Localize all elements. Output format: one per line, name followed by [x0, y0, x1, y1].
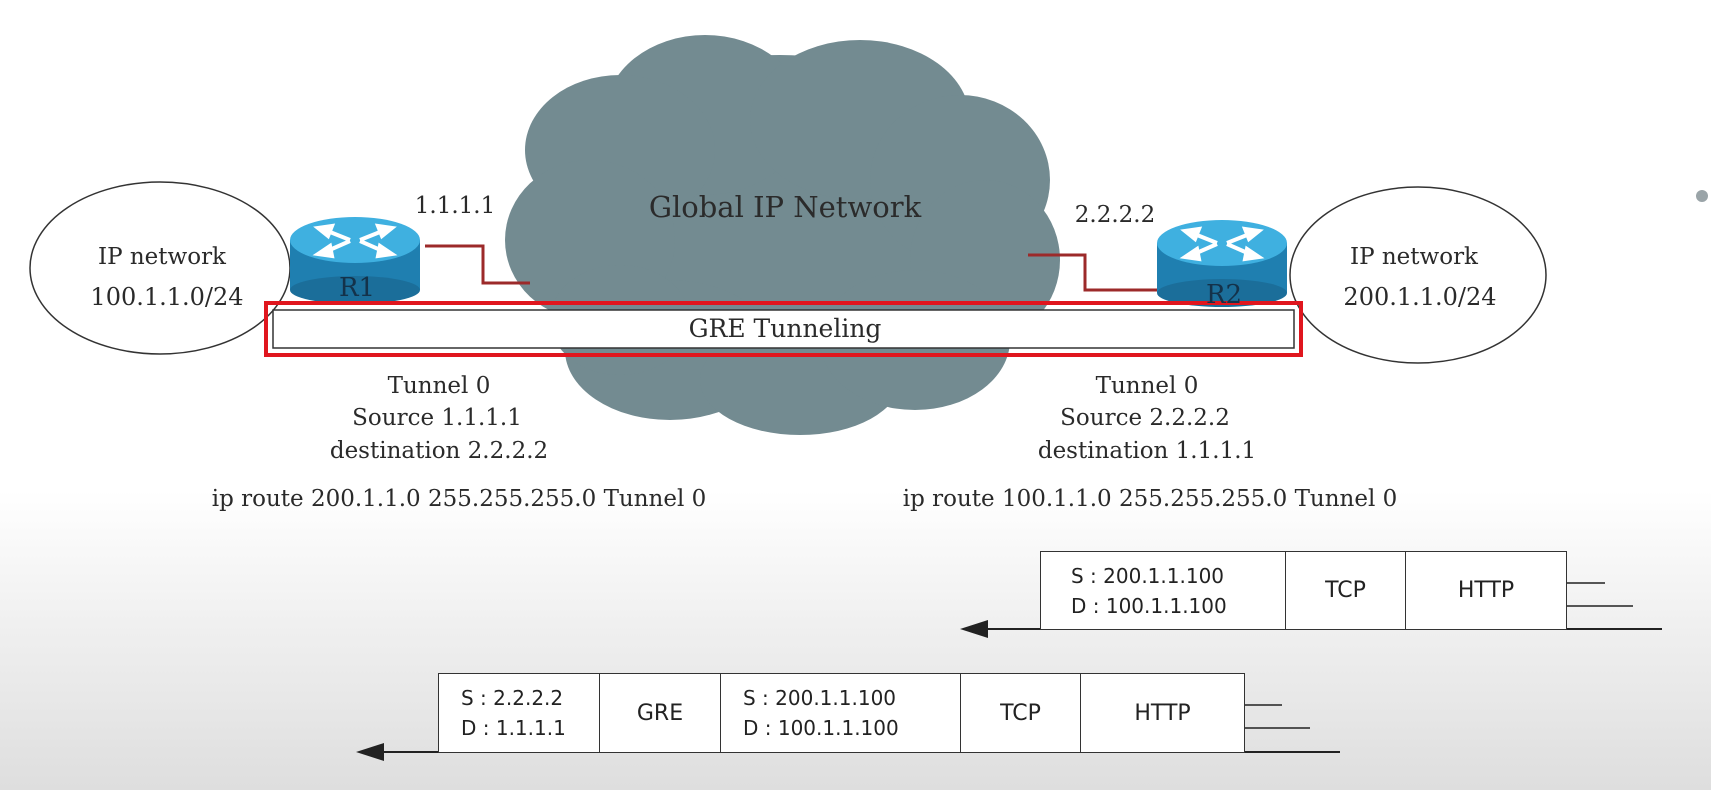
r1-config-route: ip route 200.1.1.0 255.255.255.0 Tunnel …	[211, 486, 707, 512]
inner-packet-address-cell: S : 200.1.1.100 D : 100.1.1.100	[1041, 552, 1286, 629]
outer-packet-inner-source: S : 200.1.1.100	[743, 686, 897, 710]
right-network-ellipse	[1289, 186, 1547, 364]
outer-packet-http-cell: HTTP	[1081, 674, 1244, 752]
r1-name-label: R1	[338, 273, 376, 303]
outer-packet-tcp-cell: TCP	[961, 674, 1081, 752]
router-r2-icon	[1157, 220, 1287, 307]
r1-config-destination: destination 2.2.2.2	[329, 438, 549, 464]
right-network-subnet: 200.1.1.0/24	[1343, 283, 1497, 311]
outer-packet-outer-source: S : 2.2.2.2	[461, 686, 564, 710]
outer-packet-arrowhead	[356, 743, 384, 761]
outer-packet-http: HTTP	[1134, 700, 1191, 726]
outer-packet-inner-address-cell: S : 200.1.1.100 D : 100.1.1.100	[721, 674, 961, 752]
outer-packet-gre: GRE	[636, 700, 684, 726]
r2-config-source: Source 2.2.2.2	[1060, 405, 1230, 431]
outer-packet-gre-cell: GRE	[600, 674, 721, 752]
r2-name-label: R2	[1205, 280, 1243, 310]
left-network-title: IP network	[97, 244, 227, 270]
left-network-subnet: 100.1.1.0/24	[90, 283, 244, 311]
outer-packet-outer-destination: D : 1.1.1.1	[461, 716, 566, 740]
r1-ip-label: 1.1.1.1	[414, 193, 496, 219]
r1-config-tunnel: Tunnel 0	[387, 373, 491, 399]
outer-packet: S : 2.2.2.2 D : 1.1.1.1 GRE S : 200.1.1.…	[438, 673, 1245, 753]
inner-packet: S : 200.1.1.100 D : 100.1.1.100 TCP HTTP	[1040, 551, 1567, 630]
gre-tunnel-bar	[272, 309, 1295, 349]
outer-packet-outer-address-cell: S : 2.2.2.2 D : 1.1.1.1	[439, 674, 600, 752]
gre-tunnel-highlight	[264, 301, 1303, 357]
inner-packet-destination: D : 100.1.1.100	[1071, 593, 1227, 618]
r2-config-tunnel: Tunnel 0	[1095, 373, 1199, 399]
r2-ip-label: 2.2.2.2	[1074, 202, 1156, 228]
r1-config-source: Source 1.1.1.1	[352, 405, 522, 431]
global-ip-cloud	[505, 35, 1060, 435]
outer-packet-tcp: TCP	[1000, 700, 1041, 726]
inner-packet-tcp: TCP	[1325, 578, 1366, 603]
r1-serial-link	[425, 244, 530, 285]
gre-tunnel-label: GRE Tunneling	[688, 314, 882, 343]
router-r1-icon	[290, 217, 420, 304]
r2-config-destination: destination 1.1.1.1	[1037, 438, 1257, 464]
inner-packet-http: HTTP	[1457, 578, 1515, 603]
slide-dot	[1696, 190, 1708, 202]
right-network-title: IP network	[1349, 244, 1479, 270]
cloud-label: Global IP Network	[648, 190, 922, 224]
outer-packet-inner-destination: D : 100.1.1.100	[743, 716, 899, 740]
r2-config-route: ip route 100.1.1.0 255.255.255.0 Tunnel …	[902, 486, 1398, 512]
inner-packet-source: S : 200.1.1.100	[1071, 563, 1225, 588]
inner-packet-tcp-cell: TCP	[1286, 552, 1406, 629]
r2-serial-link	[1028, 253, 1160, 292]
inner-packet-http-cell: HTTP	[1406, 552, 1566, 629]
inner-packet-arrowhead	[960, 620, 988, 638]
